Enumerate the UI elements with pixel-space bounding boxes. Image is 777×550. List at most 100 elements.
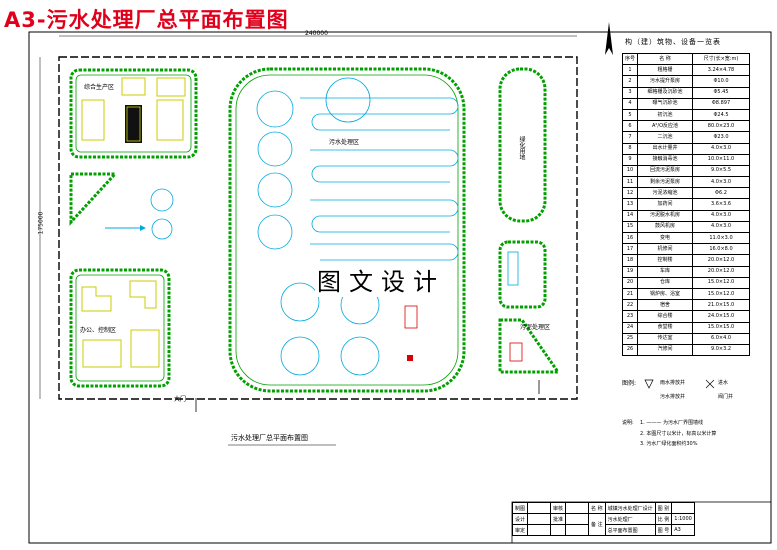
tb-scale: 1:1000 [671, 513, 695, 525]
table-cell: 10 [622, 164, 638, 178]
title-block: 制图 审核 名 称 城镇污水处理厂设计 图 别 设计 批准 备 注 污水处理厂 … [511, 502, 695, 536]
table-cell: 加药间 [637, 198, 693, 211]
table-cell: 21.0×15.0 [692, 299, 750, 312]
table-cell: 16.0×8.0 [692, 243, 750, 256]
tb-cell: 备 注 [588, 513, 606, 536]
drawing-frame [28, 31, 772, 544]
table-cell: 锅炉房、浴室 [637, 287, 693, 301]
table-cell: 17 [622, 243, 638, 256]
note-line: 3. 污水厂绿化面积约30% [640, 441, 698, 447]
table-cell: 23 [622, 310, 638, 323]
aeration-circle [325, 77, 371, 123]
table-cell: 24.0×15.0 [692, 310, 750, 323]
table-cell: 粗格栅 [637, 64, 693, 77]
table-cell: 汽修间 [637, 343, 693, 357]
table-header-cell: 尺寸(长×宽:m) [692, 52, 750, 66]
office-zone-hedge [69, 268, 171, 388]
north-arrow-icon [605, 22, 613, 55]
tb-cell: 批准 [550, 513, 567, 525]
tb-cell: 设计 [511, 513, 529, 525]
table-cell: 20.0×12.0 [692, 265, 750, 278]
table-cell: 传达室 [637, 332, 693, 345]
table-cell: 污泥浓缩池 [637, 187, 693, 200]
table-cell: 4 [622, 97, 638, 110]
office-building-2 [129, 280, 157, 309]
tb-cell [527, 524, 552, 536]
table-cell: 4.0×3.0 [692, 209, 750, 222]
tb-cell [565, 513, 590, 525]
dosing-house [404, 305, 418, 329]
pump-circle-1 [150, 188, 174, 212]
sports-zone-inner [75, 74, 192, 153]
watermark-text: 图文设计 [315, 262, 447, 297]
treatment-area-hedge [228, 67, 466, 393]
legend-item-1: 雨水排放井 [660, 380, 686, 386]
building-b [121, 77, 146, 96]
table-cell: 宿舍 [637, 299, 693, 312]
table-header-cell: 名 称 [637, 52, 693, 66]
reactor-lane-2 [310, 149, 459, 183]
secondary-clarifier-4 [340, 336, 380, 376]
table-cell: 8 [622, 142, 638, 155]
table-cell: Φ10.0 [692, 75, 750, 88]
table-cell: 19 [622, 265, 638, 278]
zone-label-gate: 大门 [174, 396, 187, 403]
court-lines [126, 106, 141, 142]
tb-drawing2: 总平面布置图 [604, 524, 656, 536]
table-cell: 细格栅及沉砂池 [637, 86, 693, 99]
table-cell: 20.0×12.0 [692, 254, 750, 267]
legend-title: 图例: [622, 380, 637, 387]
sludge-building [509, 342, 523, 362]
reactor-lane-4 [310, 243, 459, 261]
table-cell: 11.0×3.0 [692, 231, 750, 245]
table-cell: Φ24.5 [692, 108, 750, 122]
table-cell: 14 [622, 209, 638, 222]
tb-cell [565, 502, 590, 514]
zone-label-sludge: 污泥处理区 [520, 324, 551, 331]
table-cell: 16 [622, 231, 638, 245]
drawing-caption: 污水处理厂总平面布置图 [231, 434, 308, 442]
table-cell: Φ6.2 [692, 187, 750, 200]
table-cell: 15 [622, 220, 638, 234]
tb-cell: 名 称 [588, 502, 606, 514]
tb-cell [527, 513, 552, 525]
sludge-zone-hedge [498, 318, 561, 374]
table-cell: 3.6×3.6 [692, 198, 750, 211]
table-cell: 80.0×23.0 [692, 120, 750, 133]
table-cell: 3 [622, 86, 638, 99]
primary-clarifier-1 [256, 90, 294, 128]
tb-cell: 图 号 [654, 524, 673, 536]
table-cell: Φ8.897 [692, 97, 750, 110]
note-line: 2. 本图尺寸以米计，标高以米计算 [640, 431, 717, 437]
table-cell: 15.0×15.0 [692, 321, 750, 334]
table-cell: 污水提升泵房 [637, 75, 693, 88]
table-cell: 车库 [637, 265, 693, 278]
table-cell: 11 [622, 176, 638, 189]
table-cell: 21 [622, 287, 638, 301]
table-cell: 变电 [637, 231, 693, 245]
primary-clarifier-2 [257, 131, 293, 167]
primary-clarifier-3 [257, 172, 293, 208]
tb-cell: 图 别 [654, 502, 673, 514]
table-cell: 4.0×3.0 [692, 142, 750, 155]
site-boundary [58, 56, 578, 400]
table-cell: 5 [622, 108, 638, 122]
note-line: 1. ——— 为污水厂界围墙线 [640, 420, 703, 426]
rain-well-icon [644, 379, 654, 389]
table-cell: 综合楼 [637, 310, 693, 323]
office-building-1 [81, 286, 112, 312]
